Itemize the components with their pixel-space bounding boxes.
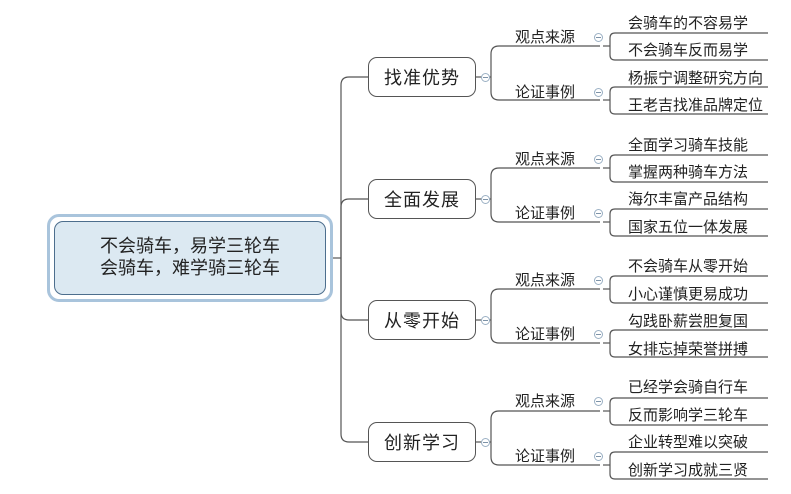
connector-line [609,275,768,289]
connector-line [490,45,600,77]
collapse-icon[interactable] [594,452,603,461]
branch-topic-2[interactable]: 从零开始 [368,300,476,340]
collapse-icon[interactable] [594,88,603,97]
subtopic-source[interactable]: 观点来源 [515,28,576,46]
connector-line [490,288,600,320]
leaf-topic[interactable]: 企业转型难以突破 [628,433,749,451]
root-topic[interactable]: 不会骑车，易学三轮车 会骑车，难学骑三轮车 [47,214,333,302]
connector-line [340,258,368,321]
collapse-icon[interactable] [594,330,603,339]
connector-line [609,411,768,426]
subtopic-source[interactable]: 观点来源 [515,392,576,410]
connector-line [609,86,768,100]
branch-topic-0[interactable]: 找准优势 [368,57,476,97]
connector-line [490,442,600,466]
collapse-icon[interactable] [594,155,603,164]
subtopic-example[interactable]: 论证事例 [515,204,576,222]
collapse-icon[interactable] [481,316,490,325]
collapse-icon[interactable] [594,276,603,285]
collapse-icon[interactable] [481,195,490,204]
subtopic-source[interactable]: 观点来源 [515,150,576,168]
subtopic-source[interactable]: 观点来源 [515,271,576,289]
leaf-topic[interactable]: 王老吉找准品牌定位 [628,96,764,114]
connector-line [609,397,768,411]
root-topic-line-1: 不会骑车，易学三轮车 [100,236,280,257]
collapse-icon[interactable] [594,397,603,406]
leaf-topic[interactable]: 小心谨慎更易成功 [628,285,749,303]
connector-line [340,258,368,443]
connector-line [490,167,600,199]
connector-line [490,410,600,442]
connector-line [609,208,768,222]
leaf-topic[interactable]: 杨振宁调整研究方向 [628,69,764,87]
connector-line [609,222,768,237]
connector-line [609,343,768,358]
connector-line [490,320,600,344]
connector-line [490,199,600,223]
subtopic-example[interactable]: 论证事例 [515,83,576,101]
leaf-topic[interactable]: 不会骑车反而易学 [628,41,749,59]
connector-line [340,76,368,258]
leaf-topic[interactable]: 反而影响学三轮车 [628,406,749,424]
branch-topic-1[interactable]: 全面发展 [368,179,476,219]
connector-line [609,154,768,168]
collapse-icon[interactable] [594,33,603,42]
connector-line [609,289,768,304]
connector-line [490,77,600,101]
subtopic-example[interactable]: 论证事例 [515,447,576,465]
connector-line [609,32,768,46]
leaf-topic[interactable]: 全面学习骑车技能 [628,136,749,154]
connector-line [609,465,768,480]
branch-topic-label: 找准优势 [384,68,460,89]
branch-topic-label: 从零开始 [384,311,460,332]
subtopic-example[interactable]: 论证事例 [515,325,576,343]
connector-line [609,100,768,115]
connector-line [609,46,768,61]
root-topic-line-2: 会骑车，难学骑三轮车 [100,258,280,279]
leaf-topic[interactable]: 会骑车的不容易学 [628,14,749,32]
collapse-icon[interactable] [481,73,490,82]
leaf-topic[interactable]: 创新学习成就三贤 [628,461,749,479]
collapse-icon[interactable] [594,209,603,218]
leaf-topic[interactable]: 已经学会骑自行车 [628,378,749,396]
leaf-topic[interactable]: 勾践卧薪尝胆复国 [628,312,749,330]
connector-line [609,329,768,343]
connector-line [609,451,768,465]
leaf-topic[interactable]: 不会骑车从零开始 [628,257,749,275]
leaf-topic[interactable]: 国家五位一体发展 [628,218,749,236]
collapse-icon[interactable] [481,438,490,447]
leaf-topic[interactable]: 掌握两种骑车方法 [628,163,749,181]
branch-topic-3[interactable]: 创新学习 [368,422,476,462]
branch-topic-label: 全面发展 [384,190,460,211]
leaf-topic[interactable]: 女排忘掉荣誉拼搏 [628,340,749,358]
branch-topic-label: 创新学习 [384,433,460,454]
leaf-topic[interactable]: 海尔丰富产品结构 [628,190,749,208]
connector-line [340,198,368,258]
root-topic-box: 不会骑车，易学三轮车 会骑车，难学骑三轮车 [54,221,326,295]
connector-line [609,168,768,183]
